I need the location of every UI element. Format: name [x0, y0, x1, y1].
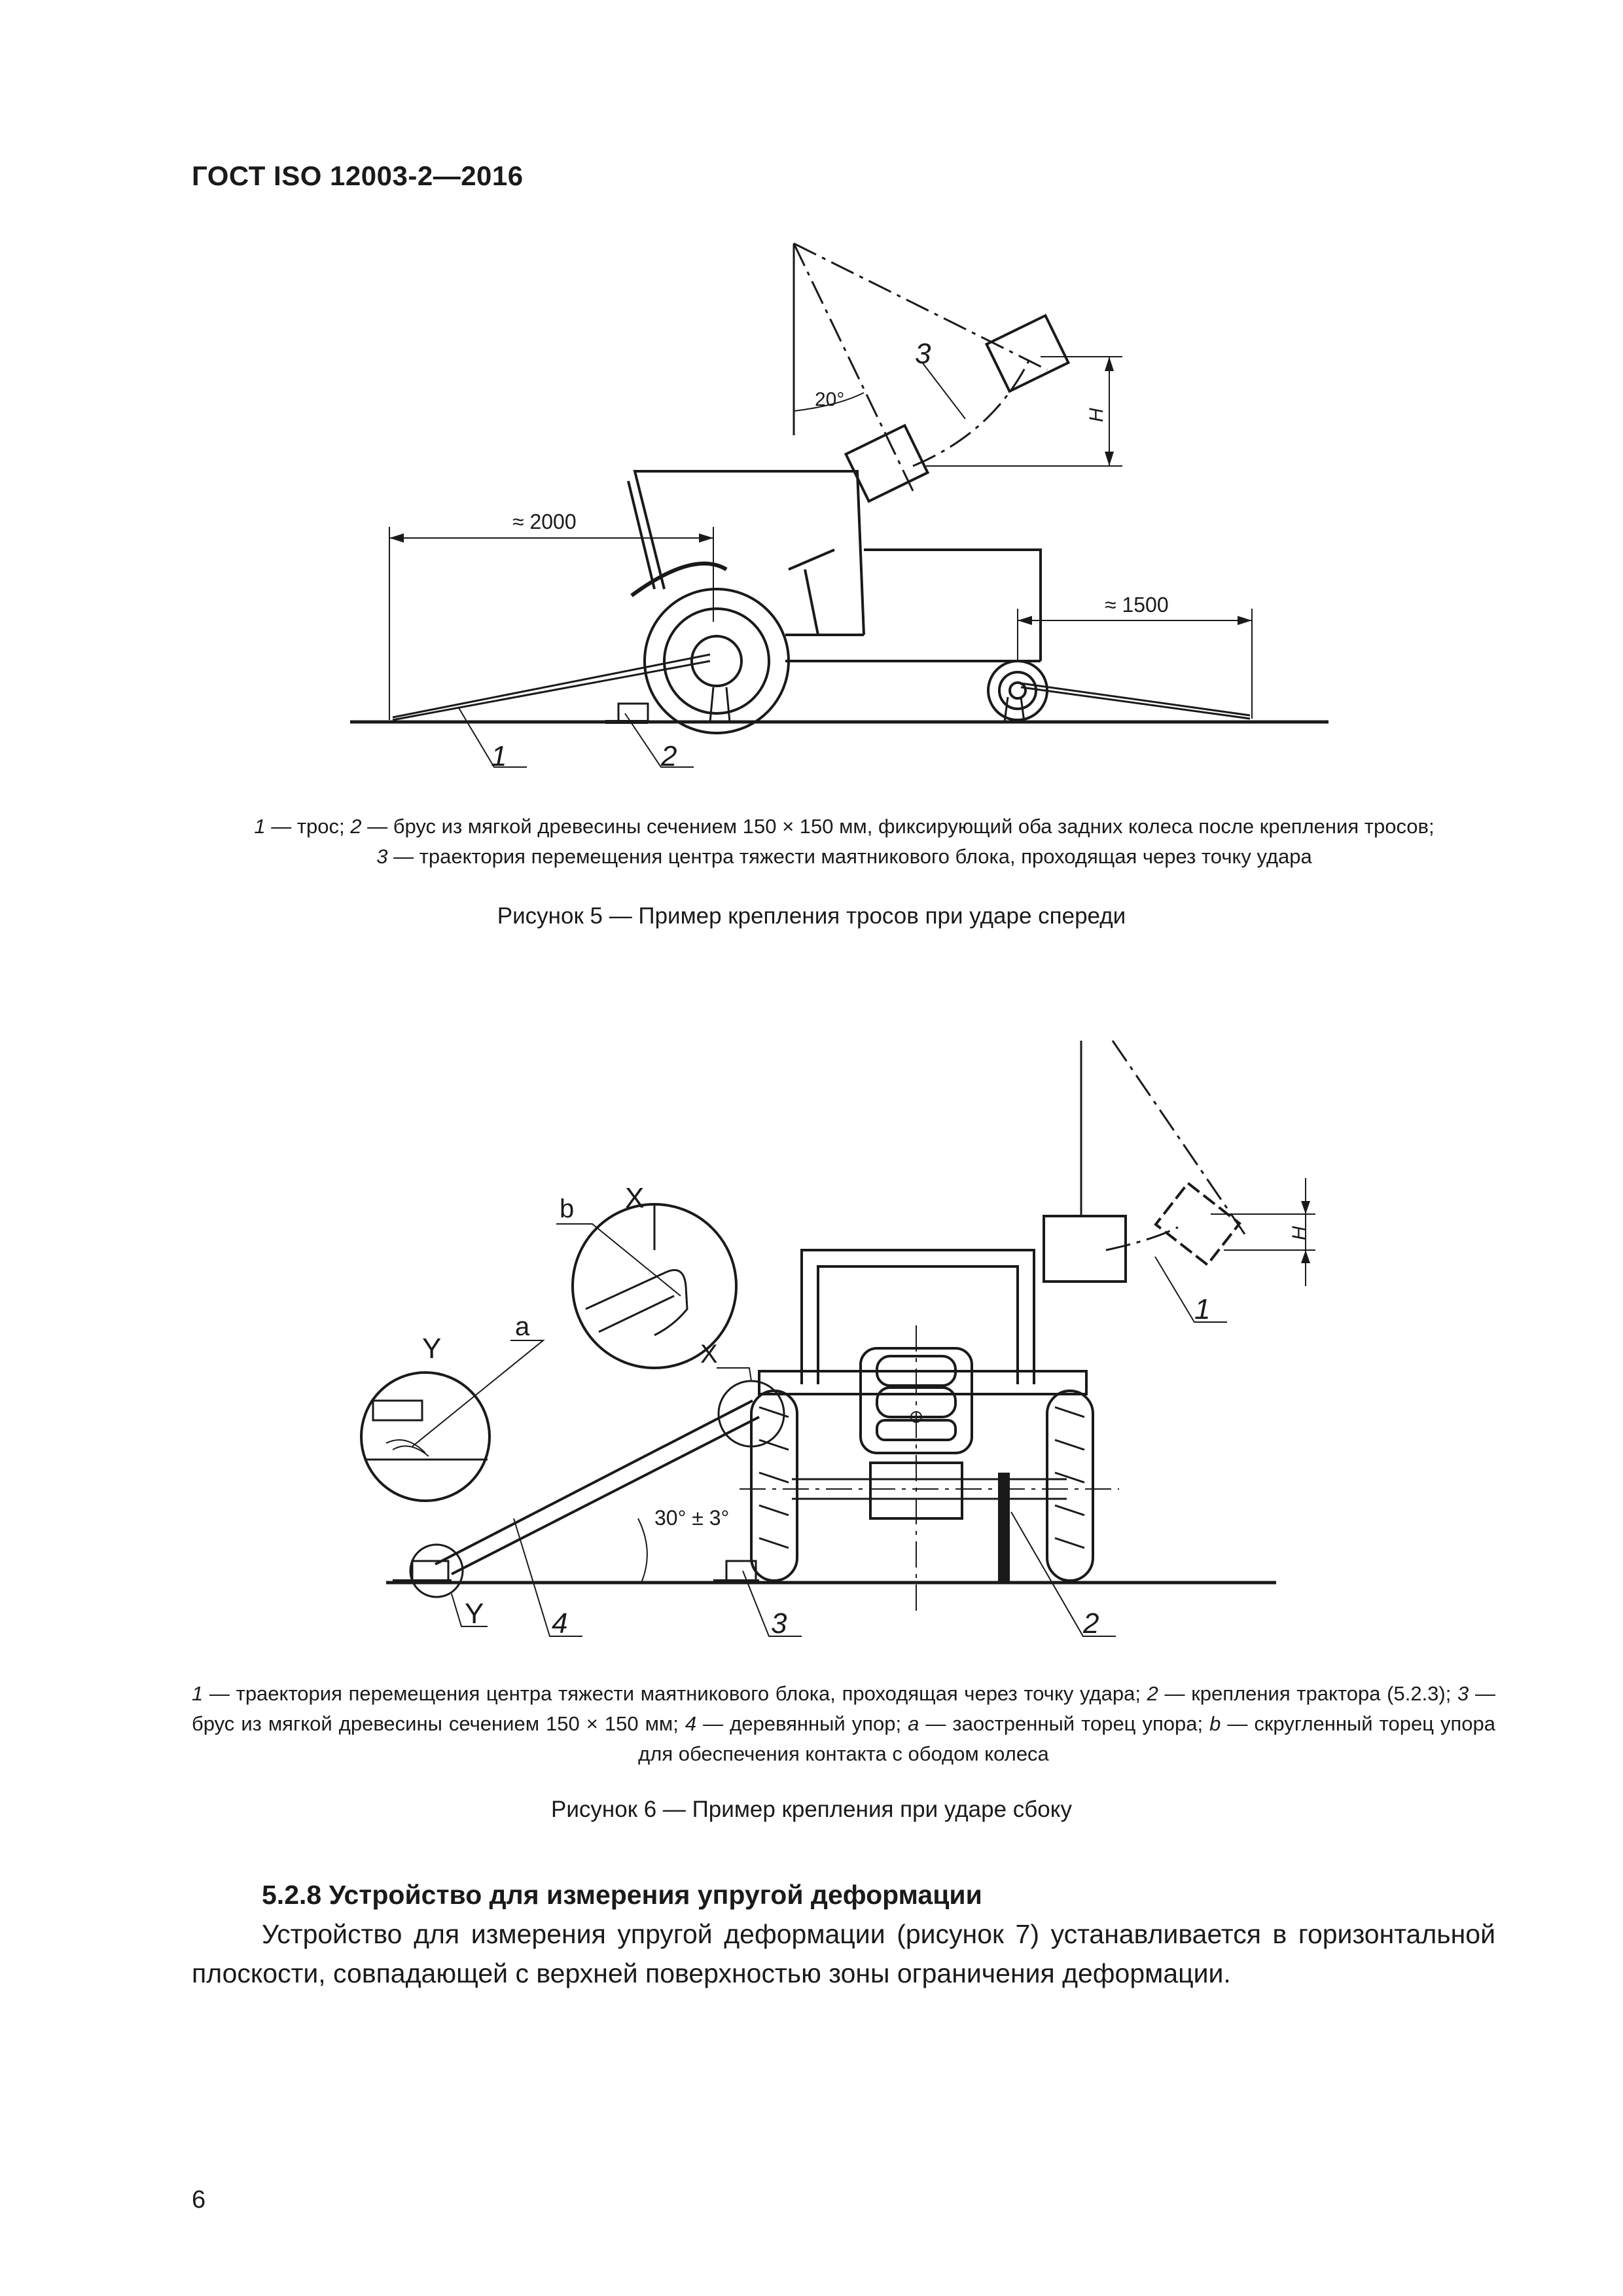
fig6-b-label: b: [560, 1194, 574, 1223]
pendulum-block: [1043, 1215, 1127, 1283]
right-wheel: [1046, 1390, 1094, 1582]
legend-text: — траектория перемещения центра тяжести …: [203, 1682, 1147, 1705]
fig5-label-2: 2: [660, 740, 677, 772]
angle-arc: [637, 1518, 648, 1583]
legend-text: — заостренный торец упора;: [919, 1712, 1210, 1735]
figure-5-drawing: ≈ 2000 ≈ 1500 20° H 3 1 2: [350, 242, 1329, 772]
legend-num: a: [908, 1712, 919, 1735]
left-wheel: [750, 1390, 798, 1582]
fig5-angle-label: 20°: [815, 389, 844, 410]
fig6-angle-label: 30° ± 3°: [654, 1506, 729, 1530]
fig6-a-label: a: [515, 1312, 530, 1341]
rear-wheel: [643, 588, 790, 734]
trajectory: [912, 356, 1032, 467]
section-title: 5.2.8 Устройство для измерения упругой д…: [262, 1880, 982, 1910]
fig6-y-bottom: Y: [465, 1598, 484, 1630]
figure-5-legend: 1 — трос; 2 — брус из мягкой древесины с…: [196, 812, 1492, 872]
legend-text: — деревянный упор;: [696, 1712, 908, 1735]
legend-num: 4: [685, 1712, 697, 1735]
pendulum-block-swung: [1154, 1181, 1241, 1267]
section-paragraph: Устройство для измерения упругой деформа…: [192, 1919, 1495, 1988]
legend-text: — брус из мягкой древесины сечением 150 …: [192, 1682, 1495, 1735]
legend-num: 3: [376, 845, 388, 868]
fig6-label-1: 1: [1194, 1293, 1210, 1325]
angle-arc: [793, 392, 865, 412]
fig5-label-3: 3: [915, 338, 931, 370]
figure-5: ≈ 2000 ≈ 1500 20° H 3 1 2: [0, 0, 1623, 805]
detail-y-circle: [360, 1371, 491, 1502]
cable-front: [1020, 682, 1251, 720]
figure-6-caption: Рисунок 6 — Пример крепления при ударе с…: [551, 1797, 1072, 1822]
tractor-body: [864, 548, 1042, 661]
fig6-label-2: 2: [1082, 1607, 1099, 1640]
legend-num: 1: [192, 1682, 204, 1705]
legend-num: 3: [1457, 1682, 1469, 1705]
pendulum-block-low: [844, 423, 930, 503]
detail-y-marker: [409, 1543, 464, 1598]
cable-rear: [392, 653, 711, 721]
fig6-x-top: X: [625, 1182, 644, 1214]
legend-num: 2: [1147, 1682, 1158, 1705]
pendulum-arm-a: [793, 243, 914, 492]
pendulum-arm-b: [793, 242, 1048, 371]
legend-text: — трос;: [265, 815, 351, 838]
anchor-post: [998, 1473, 1010, 1583]
legend-num: b: [1209, 1712, 1221, 1735]
fig5-h-label: H: [1086, 408, 1107, 422]
hood-top: [758, 1370, 1088, 1395]
fig6-label-3: 3: [771, 1607, 787, 1640]
figure-6-legend: 1 — траектория перемещения центра тяжест…: [192, 1679, 1495, 1769]
figure-5-caption: Рисунок 5 — Пример крепления тросов при …: [497, 903, 1126, 929]
legend-num: 1: [254, 815, 266, 838]
fig6-x-mid: X: [700, 1340, 718, 1369]
legend-text: — брус из мягкой древесины сечением 150 …: [361, 815, 1435, 838]
figure-6: X b Y a X 30° ± 3° H Y 1 2 3 4: [0, 982, 1623, 1669]
fig6-y-left: Y: [422, 1333, 441, 1365]
page-number: 6: [192, 2186, 206, 2214]
pendulum-block-high: [984, 314, 1071, 393]
wooden-block: [617, 702, 649, 723]
legend-text: — траектория перемещения центра тяжести …: [387, 845, 1312, 868]
legend-text: — скругленный торец упора для обеспечени…: [638, 1712, 1495, 1765]
cab-frame: [800, 1249, 1035, 1384]
fig6-h-label: H: [1289, 1226, 1310, 1240]
legend-text: — крепления трактора (5.2.3);: [1158, 1682, 1458, 1705]
fender: [630, 562, 728, 598]
wooden-prop: [435, 1399, 760, 1575]
fig5-dim-right: ≈ 1500: [1105, 593, 1169, 617]
document-header: ГОСТ ISO 12003-2—2016: [192, 160, 524, 191]
trajectory: [1105, 1226, 1179, 1251]
fig5-label-1: 1: [491, 740, 507, 772]
fig5-dim-left: ≈ 2000: [512, 510, 577, 533]
figure-6-drawing: X b Y a X 30° ± 3° H Y 1 2 3 4: [360, 1040, 1315, 1640]
legend-num: 2: [350, 815, 362, 838]
cab-frame: [633, 470, 865, 636]
fig6-label-4: 4: [552, 1607, 567, 1640]
